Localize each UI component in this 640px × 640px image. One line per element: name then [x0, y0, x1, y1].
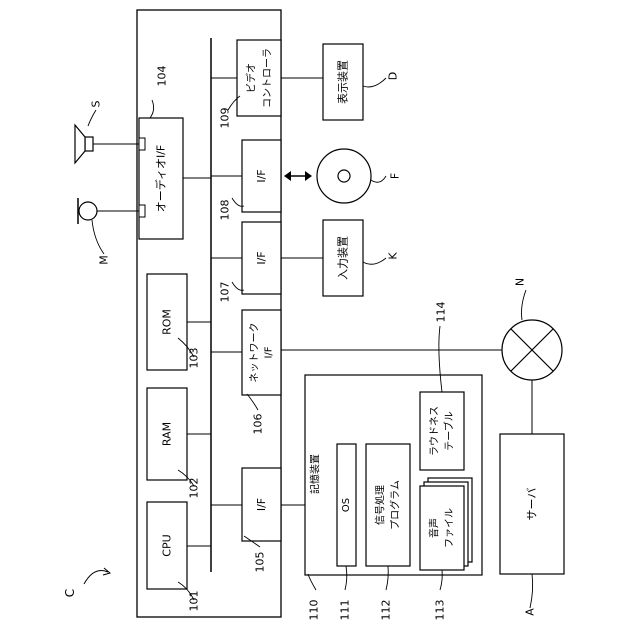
ref-113: 113: [434, 600, 447, 621]
audio-if-label: オーディオI/F: [154, 145, 168, 213]
audio-file-block: [420, 486, 464, 570]
if-105-label: I/F: [255, 498, 268, 511]
if-107-label: I/F: [255, 251, 268, 264]
ref-103: 103: [188, 348, 201, 369]
ref-114: 114: [435, 302, 448, 323]
os-label: OS: [341, 498, 352, 512]
ref-104: 104: [156, 66, 169, 87]
leader-104: [150, 100, 154, 118]
network-if-block: [242, 310, 281, 395]
ref-107: 107: [219, 282, 232, 303]
ref-N: N: [514, 278, 527, 286]
figure-label-arrow: [84, 571, 108, 585]
server-label: サーバ: [526, 488, 539, 521]
loudness-table-label-line1: ラウドネス: [429, 406, 441, 456]
leader-S: [88, 110, 96, 126]
loudness-table-label-line2: テーブル: [443, 411, 456, 450]
video-controller-label-line2: コントローラ: [262, 48, 274, 108]
leader-F: [371, 176, 386, 182]
ref-D: D: [387, 72, 400, 80]
disc-media-hole: [338, 170, 350, 182]
input-device-label: 入力装置: [337, 236, 350, 280]
leader-106: [247, 394, 258, 410]
ref-106: 106: [252, 414, 265, 435]
network-if-label-line1: ネットワーク: [249, 323, 261, 383]
ref-105: 105: [254, 552, 267, 573]
leader-K: [363, 258, 386, 264]
ref-112: 112: [380, 600, 393, 621]
ref-M: M: [98, 255, 111, 265]
network-if-label-line2: I/F: [264, 346, 275, 358]
ref-S: S: [90, 100, 103, 107]
ref-A: A: [524, 608, 537, 616]
ram-label: RAM: [161, 422, 174, 446]
rom-label: ROM: [161, 309, 174, 335]
audio-file-label-line1: 音声: [428, 518, 441, 538]
audio-port-lower: [139, 205, 145, 217]
ref-F: F: [389, 173, 402, 179]
ref-108: 108: [219, 200, 232, 221]
microphone-head: [79, 202, 97, 220]
figure-label: C: [63, 589, 77, 597]
if-108-label: I/F: [255, 169, 268, 182]
ref-K: K: [387, 252, 400, 260]
ref-109: 109: [219, 108, 232, 129]
video-controller-block: [237, 40, 281, 116]
video-controller-label-line1: ビデオ: [245, 63, 258, 93]
audio-port-upper: [139, 138, 145, 150]
cpu-label: CPU: [161, 534, 174, 556]
display-device-label: 表示装置: [336, 60, 350, 104]
leader-110: [308, 574, 316, 590]
audio-file-label-line2: ファイル: [445, 508, 456, 548]
leader-D: [363, 78, 386, 87]
disc-transfer-arrow-head-right: [305, 171, 312, 181]
leader-N: [522, 290, 527, 320]
speaker-body: [85, 137, 93, 151]
storage-label: 記憶装置: [309, 454, 322, 494]
leader-A: [530, 574, 533, 608]
signal-program-block: [366, 444, 410, 566]
signal-program-label-line1: 信号処理: [374, 485, 387, 525]
signal-program-label-line2: プログラム: [389, 480, 402, 530]
ref-111: 111: [339, 600, 352, 621]
loudness-table-block: [420, 392, 464, 470]
speaker-cone: [75, 125, 85, 163]
ref-110: 110: [308, 600, 321, 621]
ref-101: 101: [188, 591, 201, 612]
disc-transfer-arrow-head-left: [284, 171, 291, 181]
ref-102: 102: [188, 478, 201, 499]
leader-M: [92, 220, 104, 254]
